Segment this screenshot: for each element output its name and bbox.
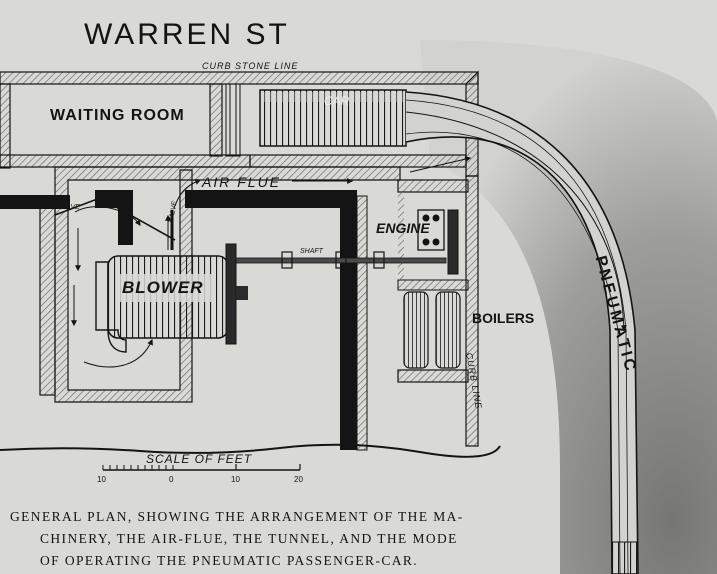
caption-line: GENERAL PLAN, SHOWING THE ARRANGEMENT OF… — [10, 509, 464, 524]
boilers-label: BOILERS — [472, 310, 535, 326]
passenger-car — [259, 89, 407, 147]
blower-label: BLOWER — [122, 278, 204, 297]
scale-tick-label: 10 — [231, 475, 240, 484]
air-flue-walls — [54, 166, 401, 403]
central-pier — [340, 190, 357, 450]
curb-stone-line-label: CURB STONE LINE — [202, 61, 299, 71]
caption-line: OF OPERATING THE PNEUMATIC PASSENGER-CAR… — [40, 553, 419, 568]
caption-line: CHINERY, THE AIR-FLUE, THE TUNNEL, AND T… — [40, 531, 458, 546]
street-title: WARREN ST — [84, 18, 290, 51]
boiler-left — [403, 291, 429, 369]
flue-partition — [185, 190, 357, 208]
air-flue-label: AIR FLUE — [202, 174, 282, 190]
ground-line — [0, 443, 501, 458]
boiler-right — [435, 291, 461, 369]
earth-shading — [420, 40, 717, 574]
engine-label: ENGINE — [376, 220, 430, 236]
scale-tick-label: 10 — [97, 475, 106, 484]
tunnel — [405, 91, 639, 574]
scale-of-feet-label: SCALE OF FEET — [146, 452, 253, 466]
waiting-room-wall — [0, 154, 251, 168]
engine-block — [417, 209, 445, 251]
valve-left-label: VALVE — [58, 204, 80, 211]
figure-caption: GENERAL PLAN, SHOWING THE ARRANGEMENT OF… — [10, 506, 518, 572]
shaft-label: SHAFT — [300, 248, 323, 255]
car-label: CAR — [324, 94, 350, 108]
waiting-room-label: WAITING ROOM — [50, 107, 185, 124]
drive-shaft — [235, 257, 447, 264]
scale-tick-label: 20 — [294, 475, 303, 484]
top-wall — [0, 71, 479, 85]
scale-tick-label: 0 — [169, 475, 174, 484]
scale-ticks — [102, 464, 301, 470]
